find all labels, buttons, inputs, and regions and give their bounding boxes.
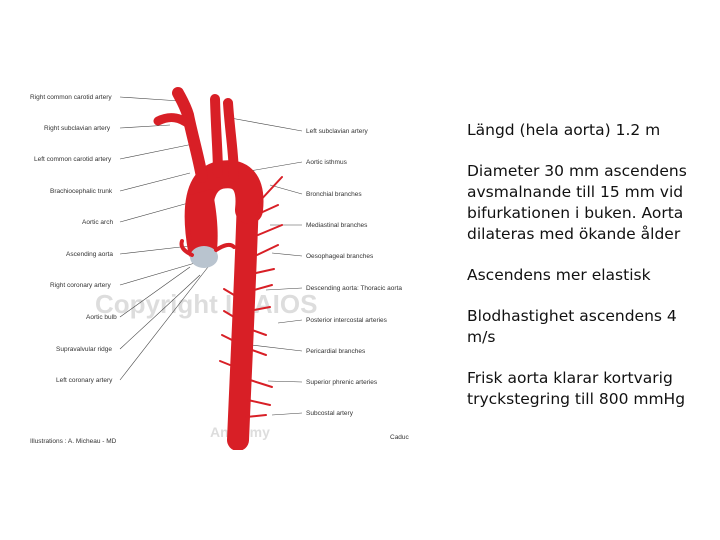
aorta-illustration	[153, 87, 283, 450]
label-bronchial-branches: Bronchial branches	[306, 191, 362, 198]
note-elasticity: Ascendens mer elastisk	[467, 266, 651, 284]
label-descending-aorta-thoracic: Descending aorta: Thoracic aorta	[306, 285, 402, 292]
aortic-valve-icon	[190, 246, 218, 268]
watermark: Copyright IMAIOS	[95, 289, 317, 319]
note-diameter: Diameter 30 mm ascendens avsmalnande til…	[467, 162, 687, 243]
label-subcostal-artery: Subcostal artery	[306, 410, 354, 417]
label-brachiocephalic-trunk: Brachiocephalic trunk	[50, 188, 113, 195]
label-posterior-intercostal-arteries: Posterior intercostal arteries	[306, 317, 388, 324]
label-mediastinal-branches: Mediastinal branches	[306, 222, 368, 229]
label-oesophageal-branches: Oesophageal branches	[306, 253, 374, 260]
label-aortic-bulb: Aortic bulb	[86, 314, 117, 321]
label-pericardial-branches: Pericardial branches	[306, 348, 366, 355]
label-right-coronary-artery: Right coronary artery	[50, 282, 111, 289]
notes-panel: Längd (hela aorta) 1.2 m Diameter 30 mm …	[467, 120, 702, 430]
label-aortic-isthmus: Aortic isthmus	[306, 159, 348, 166]
label-right-common-carotid-artery: Right common carotid artery	[30, 94, 112, 101]
label-right-subclavian-artery: Right subclavian artery	[44, 125, 111, 132]
left-leader-lines	[119, 96, 211, 381]
label-left-subclavian-artery: Left subclavian artery	[306, 128, 369, 135]
left-labels: Right common carotid artery Right subcla…	[30, 94, 117, 384]
right-labels: Left subclavian artery Aortic isthmus Br…	[306, 128, 402, 417]
illustration-credit: Illustrations : A. Micheau - MD	[30, 438, 117, 445]
aorta-anatomy-figure: Copyright IMAIOS Anatomy	[30, 87, 410, 450]
label-left-coronary-artery: Left coronary artery	[56, 377, 113, 384]
note-length: Längd (hela aorta) 1.2 m	[467, 121, 661, 139]
logo: Caduc	[390, 434, 410, 441]
label-ascending-aorta: Ascending aorta	[66, 251, 113, 258]
note-pressure-tolerance: Frisk aorta klarar kortvarig tryckstegri…	[467, 369, 686, 408]
label-superior-phrenic-arteries: Superior phrenic arteries	[306, 379, 378, 386]
label-supravalvular-ridge: Supravalvular ridge	[56, 346, 112, 353]
label-aortic-arch: Aortic arch	[82, 219, 113, 226]
label-left-common-carotid-artery: Left common carotid artery	[34, 156, 112, 163]
note-blood-velocity: Blodhastighet ascendens 4 m/s	[467, 307, 677, 346]
